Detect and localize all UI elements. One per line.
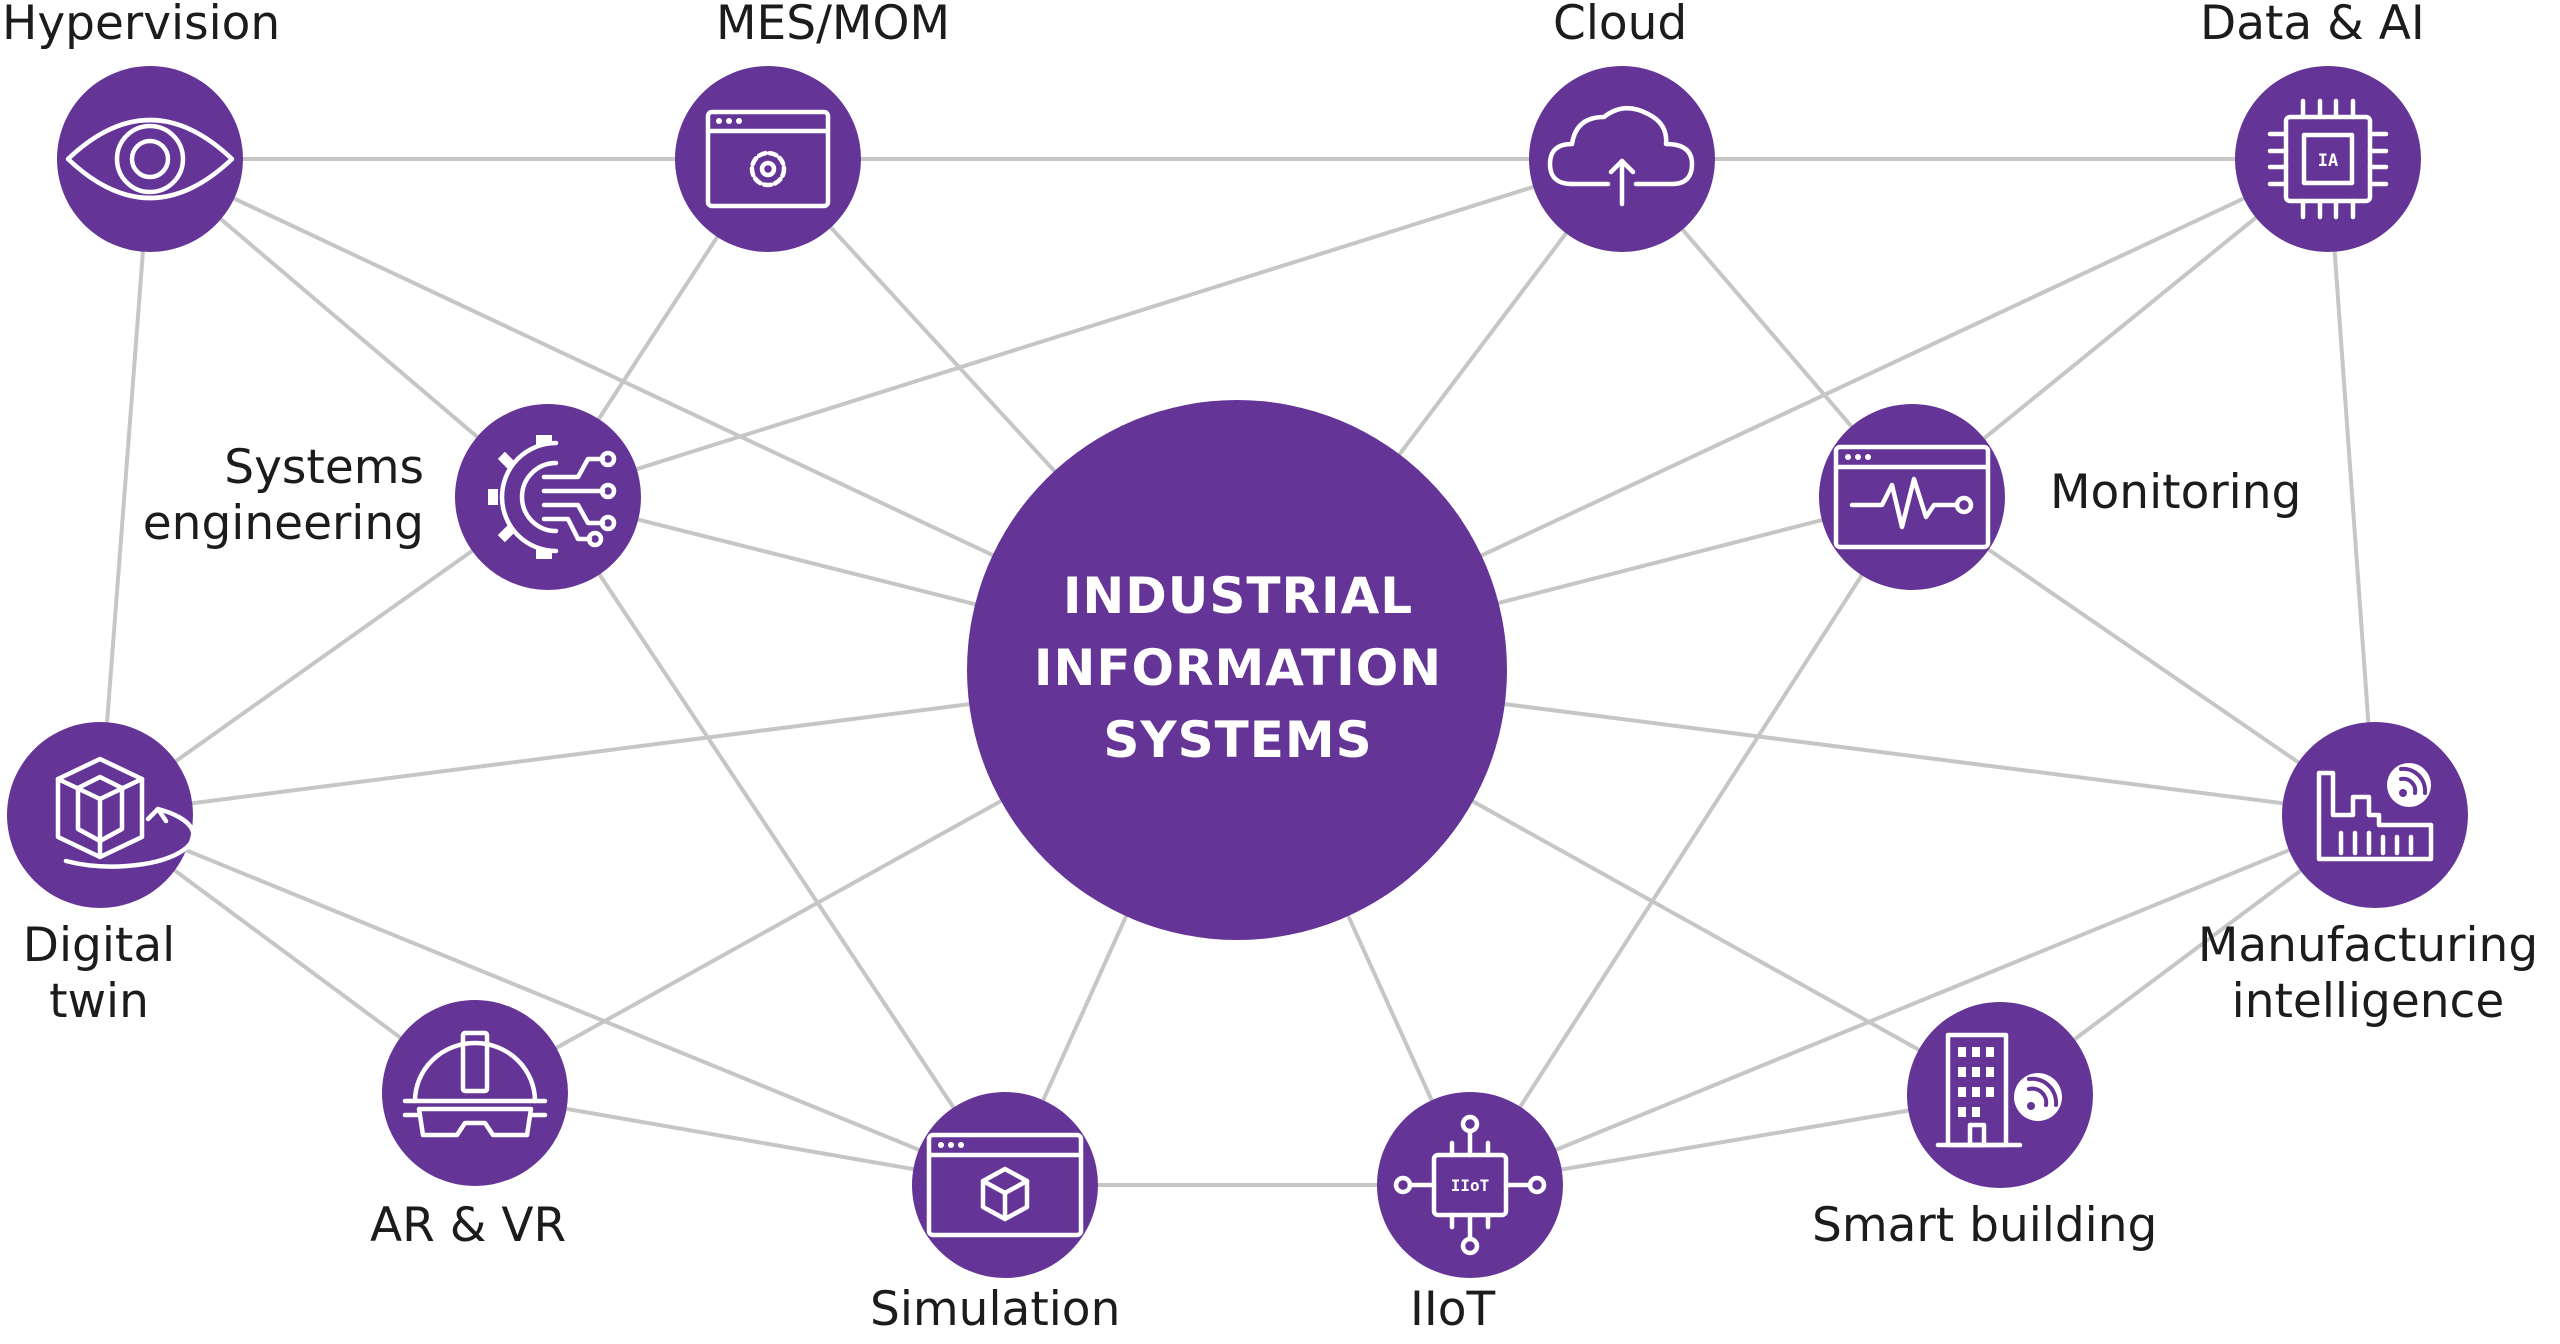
- label-ar-vr: AR & VR: [370, 1198, 567, 1253]
- center-title-line-3: SYSTEMS: [1103, 711, 1373, 769]
- label-data-ai: Data & AI: [2200, 0, 2425, 51]
- edge-monitoring-iiot: [1468, 495, 1914, 1187]
- label-monitoring: Monitoring: [2050, 465, 2302, 520]
- label-iiot: IIoT: [1410, 1282, 1496, 1337]
- label-manufacturing-intelligence-line-1: Manufacturing: [2197, 918, 2539, 973]
- edge-monitoring-manufacturing: [1910, 495, 2377, 817]
- window-gear-icon: [705, 109, 831, 209]
- label-manufacturing-intelligence: Manufacturing intelligence: [2180, 918, 2556, 1030]
- window-cube-icon: [926, 1132, 1084, 1238]
- edge-digitaltwin-simulation: [98, 813, 1007, 1187]
- label-mes-mom: MES/MOM: [716, 0, 951, 51]
- node-digital-twin: [7, 722, 196, 908]
- connection-lines: [98, 157, 2377, 1187]
- rotating-cube-icon: [55, 756, 196, 869]
- edge-dataai-manufacturing: [2326, 157, 2377, 817]
- center-title-line-1: INDUSTRIAL: [1062, 567, 1414, 625]
- label-manufacturing-intelligence-line-2: intelligence: [2231, 974, 2505, 1029]
- label-digital-twin-line-1: Digital: [22, 918, 176, 973]
- label-systems-engineering: Systems engineering: [143, 440, 424, 552]
- iiot-chip-icon: IIoT: [1393, 1114, 1547, 1256]
- node-simulation: [912, 1092, 1098, 1278]
- edge-manufacturing-iiot: [1468, 813, 2377, 1187]
- label-systems-engineering-line-2: engineering: [142, 496, 424, 551]
- center-title: INDUSTRIAL INFORMATION SYSTEMS: [968, 560, 1508, 776]
- center-title-line-2: INFORMATION: [1033, 639, 1443, 697]
- node-iiot: IIoT: [1377, 1092, 1563, 1278]
- node-mes-mom: [675, 66, 861, 252]
- label-cloud: Cloud: [1553, 0, 1688, 51]
- iiot-chip-text: IIoT: [1451, 1176, 1490, 1195]
- label-hypervision: Hypervision: [2, 0, 281, 51]
- window-pulse-icon: [1833, 444, 1991, 550]
- node-manufacturing-intelligence: [2282, 722, 2468, 908]
- edge-hypervision-digitaltwin: [98, 157, 152, 817]
- helmet-goggles-icon: [402, 1030, 548, 1138]
- node-ar-vr: [382, 1000, 568, 1186]
- ai-chip-icon: IA: [2267, 98, 2389, 220]
- cloud-upload-icon: [1547, 106, 1695, 207]
- label-systems-engineering-line-1: Systems: [224, 440, 424, 495]
- factory-signal-icon: [2316, 763, 2434, 862]
- node-monitoring: [1819, 404, 2005, 590]
- ai-chip-text: IA: [2318, 151, 2338, 171]
- label-smart-building: Smart building: [1812, 1198, 2158, 1253]
- building-signal-icon: [1935, 1032, 2062, 1148]
- node-systems-engineering: [455, 404, 641, 590]
- gear-circuit-icon: [488, 435, 617, 559]
- node-smart-building: [1907, 1002, 2093, 1188]
- label-simulation: Simulation: [870, 1282, 1121, 1337]
- center-node: [967, 400, 1507, 940]
- node-hypervision: [57, 66, 243, 252]
- edge-sysengineering-simulation: [546, 495, 1007, 1187]
- label-digital-twin: Digital twin: [14, 918, 184, 1030]
- label-digital-twin-line-2: twin: [49, 974, 149, 1029]
- node-data-ai: IA: [2235, 66, 2421, 252]
- edge-cloud-sysengineering: [546, 157, 1624, 499]
- node-cloud: [1529, 66, 1715, 252]
- eye-icon: [65, 117, 235, 201]
